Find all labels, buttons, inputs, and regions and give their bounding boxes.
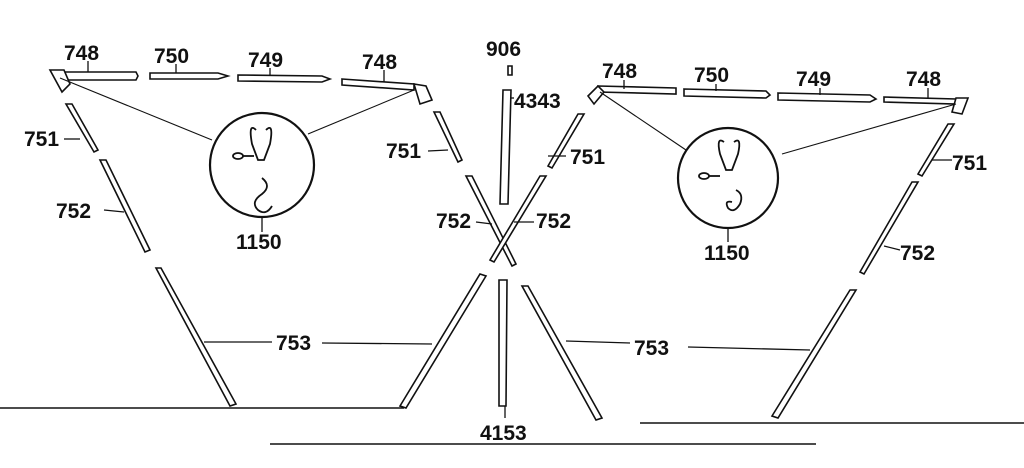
label-750-right: 750	[694, 64, 729, 87]
right-frame-assembly	[586, 84, 1024, 424]
right-detail-circle	[676, 126, 780, 230]
right-hook-icon	[725, 189, 743, 212]
label-748-right-a: 748	[602, 60, 637, 83]
left-tie-wire-a	[59, 77, 213, 141]
left-s-hook-icon	[253, 177, 273, 214]
left-detail-circle	[208, 111, 316, 219]
left-hook-detail	[208, 111, 316, 219]
right-tie-wire-a	[599, 91, 687, 151]
center-tube-752	[488, 175, 548, 264]
label-1150-right: 1150	[704, 242, 750, 265]
left-tube-748-b	[341, 78, 415, 91]
part-labels: 748 750 749 748 751 752 1150 753 751 752…	[24, 38, 987, 445]
label-752-center-a: 752	[436, 210, 471, 233]
left-frame-assembly	[0, 69, 518, 409]
leader-lines	[64, 61, 952, 418]
label-749-left: 749	[248, 49, 283, 72]
center-tube-751	[546, 113, 586, 170]
left-tube-752-a	[98, 159, 152, 254]
right-hook-detail	[676, 126, 780, 230]
right-tube-753	[770, 289, 858, 419]
right-tie-wire-b	[781, 103, 957, 155]
label-750-left: 750	[154, 45, 189, 68]
label-4343: 4343	[514, 90, 561, 113]
left-corner-left	[48, 69, 71, 94]
center-pole-4343	[499, 89, 512, 205]
leader-752-d	[883, 245, 901, 251]
label-752-center-b: 752	[536, 210, 571, 233]
right-tube-749	[777, 92, 878, 103]
label-753-right: 753	[634, 337, 669, 360]
left-tube-751-a	[64, 103, 100, 154]
left-tube-753-b	[398, 273, 488, 409]
leader-751-b	[427, 149, 449, 152]
right-tube-748-a	[597, 85, 677, 95]
center-assembly	[488, 65, 604, 421]
label-1150-left: 1150	[236, 231, 282, 254]
label-748-left-b: 748	[362, 51, 397, 74]
label-749-right: 749	[796, 68, 831, 91]
leader-752-b	[475, 221, 493, 225]
label-753-left: 753	[276, 332, 311, 355]
label-752-left-a: 752	[56, 200, 91, 223]
left-clamp-icon	[249, 126, 273, 161]
right-tube-748-b	[883, 96, 957, 105]
label-752-right: 752	[900, 242, 935, 265]
right-clamp-icon	[717, 139, 741, 171]
label-906: 906	[486, 38, 521, 61]
center-tube-753	[520, 285, 604, 421]
leader-753-left-b	[321, 342, 433, 345]
leader-752-a	[103, 209, 125, 213]
left-corner-right	[412, 82, 434, 106]
right-tube-752	[858, 181, 920, 276]
label-4153: 4153	[480, 422, 527, 445]
right-corner-left	[586, 84, 606, 106]
left-tube-753-a	[154, 267, 238, 407]
leader-753-right-a	[565, 340, 631, 344]
right-tube-751	[916, 123, 956, 178]
left-tube-750	[149, 72, 231, 80]
label-748-right-b: 748	[906, 68, 941, 91]
leader-753-right-b	[687, 346, 811, 351]
left-tube-751-b	[432, 111, 464, 164]
label-748-left-a: 748	[64, 42, 99, 65]
center-post-4153	[498, 279, 508, 407]
left-tie-wire-b	[307, 89, 415, 135]
left-tube-749	[237, 74, 333, 83]
label-751-left-a: 751	[24, 128, 59, 151]
label-751-right: 751	[952, 152, 987, 175]
right-corner-right	[950, 97, 970, 115]
left-tube-748-a	[59, 71, 139, 81]
right-tube-750	[683, 88, 772, 99]
label-751-left-b: 751	[386, 140, 421, 163]
label-751-center: 751	[570, 146, 605, 169]
center-pin-906	[507, 65, 513, 76]
